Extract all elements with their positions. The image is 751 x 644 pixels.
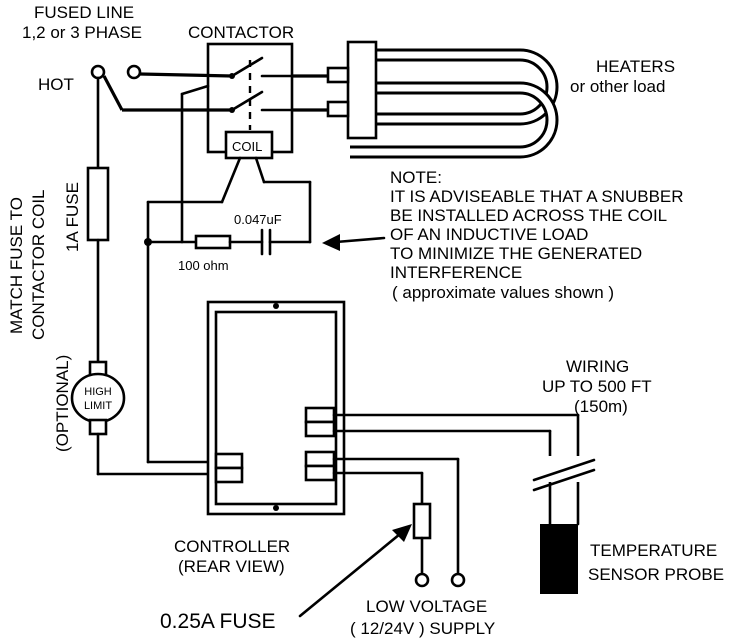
fuse-025-label: 0.25A FUSE — [160, 610, 276, 633]
hot-label: HOT — [38, 75, 74, 94]
wiring-distance-label: UP TO 500 FT — [542, 377, 652, 396]
note-line-4: TO MINIMIZE THE GENERATED — [390, 244, 642, 263]
fuse-arrow — [298, 524, 412, 618]
high-limit — [70, 372, 126, 424]
limit-label: LIMIT — [84, 400, 112, 412]
note-line-6: ( approximate values shown ) — [392, 283, 614, 302]
note-arrow — [322, 234, 386, 251]
line-terminal — [126, 64, 142, 80]
note-line-3: OF AN INDUCTIVE LOAD — [390, 225, 588, 244]
contactor-coil-label: CONTACTOR COIL — [29, 190, 48, 341]
contactor-label: CONTACTOR — [188, 23, 294, 42]
sensor-probe-label: SENSOR PROBE — [588, 565, 724, 584]
sensor-wiring — [332, 413, 596, 594]
note-title: NOTE: — [390, 168, 442, 187]
match-fuse-label: MATCH FUSE TO — [7, 197, 26, 334]
fuse-1a — [86, 166, 110, 242]
note-line-2: BE INSTALLED ACROSS THE COIL — [390, 206, 667, 225]
note-line-1: IT IS ADVISEABLE THAT A SNUBBER — [390, 187, 684, 206]
controller-view-label: (REAR VIEW) — [178, 557, 285, 576]
temperature-label: TEMPERATURE — [590, 541, 717, 560]
resistor-100-ohm — [194, 234, 232, 250]
coil-label: COIL — [232, 139, 262, 154]
optional-label: (OPTIONAL) — [53, 355, 72, 452]
heaters-label: HEATERS — [596, 57, 675, 76]
wiring-metric-label: (150m) — [574, 397, 628, 416]
contactor — [206, 42, 294, 160]
fused-line-terminals — [90, 64, 233, 112]
controller-label: CONTROLLER — [174, 537, 290, 556]
low-voltage-supply — [332, 457, 466, 588]
hot-terminal — [90, 64, 106, 80]
wiring-label: WIRING — [566, 357, 629, 376]
coil-box — [224, 130, 274, 160]
phase-label: 1,2 or 3 PHASE — [22, 23, 142, 42]
capacitor-label: 0.047uF — [234, 212, 282, 227]
coil-snubber — [144, 84, 312, 464]
fuse-025a — [412, 502, 432, 540]
hot-branch — [70, 76, 218, 476]
high-label: HIGH — [84, 386, 112, 398]
fuse-1a-label: 1A FUSE — [63, 182, 82, 252]
heaters-sublabel: or other load — [570, 77, 665, 96]
temperature-probe — [540, 524, 578, 594]
supply-label: ( 12/24V ) SUPPLY — [350, 619, 495, 638]
low-voltage-label: LOW VOLTAGE — [366, 597, 487, 616]
note-line-5: INTERFERENCE — [390, 263, 522, 282]
controller — [206, 300, 346, 516]
resistor-label: 100 ohm — [178, 258, 229, 273]
fused-line-label: FUSED LINE — [34, 3, 134, 22]
heater-elements — [326, 40, 559, 159]
